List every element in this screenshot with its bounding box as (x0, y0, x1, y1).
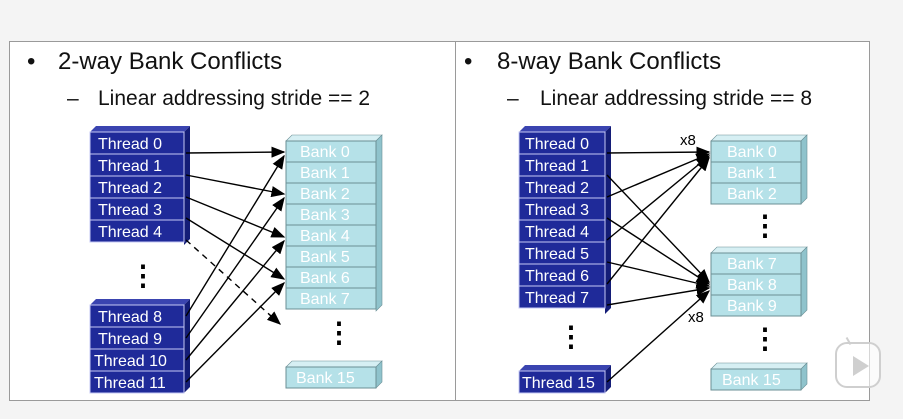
left-thread-4-label: Thread 4 (98, 224, 162, 241)
left-thread-2-label: Thread 2 (98, 180, 162, 197)
right-arrow-t4 (606, 155, 711, 241)
right-arrow-t15 (606, 290, 711, 383)
right-bank-0-label: Bank 0 (727, 144, 777, 161)
right-bank-9-label: Bank 9 (727, 298, 777, 315)
left-thread-block-top: Thread 0 Thread 1 Thread 2 Thread 3 Thre… (89, 126, 190, 245)
right-bank-ellipsis-2: ⋮ (751, 323, 779, 354)
right-thread-5-label: Thread 5 (525, 246, 589, 263)
right-thread-15 (518, 370, 606, 394)
right-bank-2-label: Bank 2 (727, 186, 777, 203)
right-bank-15-label: Bank 15 (722, 372, 781, 389)
left-bank-block: Bank 0 Bank 1 Bank 2 Bank 3 Bank 4 Bank … (285, 134, 383, 312)
right-bank-block-mid: Bank 7 Bank 8 Bank 9 (710, 246, 808, 317)
right-multiplier-top: x8 (680, 132, 696, 149)
right-bank-9 (710, 294, 802, 317)
left-arrow-t8 (185, 154, 285, 317)
left-arrow-t3 (185, 217, 286, 280)
right-bank-15-block: Bank 15 (710, 362, 808, 391)
left-thread-11-label: Thread 11 (94, 375, 166, 392)
left-thread-8-label: Thread 8 (98, 309, 162, 326)
right-thread-7 (518, 285, 606, 309)
right-multiplier-bottom: x8 (688, 309, 704, 326)
right-arrow-t6 (606, 156, 710, 285)
right-thread-block: Thread 0 Thread 1 Thread 2 Thread 3 Thre… (518, 126, 611, 314)
right-thread-2-label: Thread 2 (525, 180, 589, 197)
right-subtitle: Linear addressing stride == 8 (540, 87, 813, 110)
left-thread-0-label: Thread 0 (98, 136, 162, 153)
left-thread-block-bottom: Thread 8 Thread 9 Thread 10 Thread 11 (89, 299, 190, 394)
right-dash: – (507, 87, 519, 110)
left-bank-7 (285, 287, 377, 310)
right-title: 8-way Bank Conflicts (497, 48, 722, 75)
left-arrow-t9 (185, 196, 285, 339)
right-bank-15 (710, 368, 802, 391)
left-panel: • 2-way Bank Conflicts – Linear addressi… (9, 41, 456, 401)
left-bank-3-label: Bank 3 (300, 207, 350, 224)
right-arrow-t1 (606, 174, 710, 284)
left-bank-4-label: Bank 4 (300, 228, 350, 245)
right-arrow-t2 (606, 153, 711, 198)
left-subtitle: Linear addressing stride == 2 (98, 87, 371, 110)
left-arrow-t2 (185, 196, 286, 238)
right-thread-15-block: Thread 15 (518, 365, 611, 394)
left-arrow-t0 (185, 146, 286, 158)
right-arrow-t0 (606, 146, 711, 158)
right-thread-7-label: Thread 7 (525, 290, 589, 307)
right-arrow-t3 (606, 217, 711, 285)
right-bank-2 (710, 182, 802, 205)
left-bank-15 (285, 366, 377, 389)
left-thread-11 (89, 370, 185, 394)
right-arrows (606, 146, 711, 383)
left-bank-1-label: Bank 1 (300, 165, 350, 182)
left-thread-9-label: Thread 9 (98, 331, 162, 348)
right-bank-ellipsis-1: ⋮ (751, 210, 779, 241)
right-thread-ellipsis: ⋮ (557, 321, 585, 352)
right-thread-3-label: Thread 3 (525, 202, 589, 219)
right-panel: • 8-way Bank Conflicts – Linear addressi… (456, 41, 870, 401)
left-bank-15-block: Bank 15 (285, 360, 383, 389)
left-bank-ellipsis: ⋮ (325, 317, 353, 348)
left-diagram: Thread 0 Thread 1 Thread 2 Thread 3 Thre… (89, 126, 383, 394)
left-bank-15-label: Bank 15 (296, 370, 355, 387)
right-thread-15-label: Thread 15 (522, 375, 595, 392)
right-bullet: • (464, 48, 473, 75)
left-thread-4 (89, 219, 185, 243)
left-thread-10-label: Thread 10 (94, 353, 167, 370)
right-bank-8-label: Bank 8 (727, 277, 777, 294)
left-arrows (185, 146, 286, 383)
right-bank-1-label: Bank 1 (727, 165, 777, 182)
left-bank-0-label: Bank 0 (300, 144, 350, 161)
right-thread-1-label: Thread 1 (525, 158, 589, 175)
right-thread-0-label: Thread 0 (525, 136, 589, 153)
left-arrow-t10 (185, 239, 285, 361)
video-play-icon[interactable] (835, 342, 881, 388)
left-arrow-t11 (185, 282, 285, 383)
left-bullet: • (27, 48, 36, 75)
left-bank-2-label: Bank 2 (300, 186, 350, 203)
right-diagram: Thread 0 Thread 1 Thread 2 Thread 3 Thre… (518, 126, 808, 394)
right-bank-7-label: Bank 7 (727, 256, 777, 273)
left-bank-5-label: Bank 5 (300, 249, 350, 266)
right-thread-4-label: Thread 4 (525, 224, 589, 241)
left-arrow-t1 (185, 174, 286, 198)
left-bank-6-label: Bank 6 (300, 270, 350, 287)
right-arrow-t5 (606, 261, 711, 289)
left-bank-7-label: Bank 7 (300, 291, 350, 308)
left-thread-3-label: Thread 3 (98, 202, 162, 219)
left-dash: – (67, 87, 79, 110)
right-bank-block-top: Bank 0 Bank 1 Bank 2 (710, 134, 808, 205)
left-title: 2-way Bank Conflicts (58, 48, 283, 75)
right-arrow-t7 (606, 284, 711, 306)
right-thread-6-label: Thread 6 (525, 268, 589, 285)
left-thread-1-label: Thread 1 (98, 158, 162, 175)
left-arrow-t4 (185, 239, 282, 325)
left-thread-ellipsis: ⋮ (129, 260, 157, 291)
